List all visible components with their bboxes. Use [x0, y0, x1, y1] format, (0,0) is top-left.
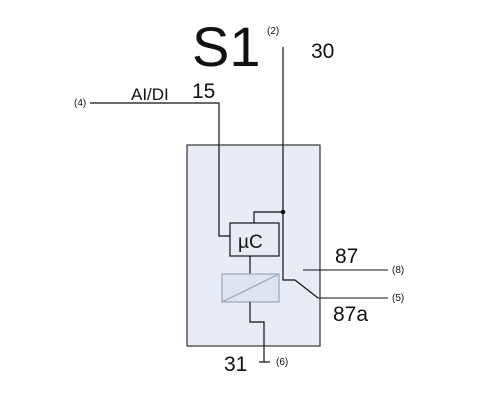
- module-title: S1: [192, 15, 261, 78]
- module-housing: [186, 144, 321, 347]
- terminal-31-label: 31: [224, 353, 247, 376]
- contact-87a-wire: [294, 279, 319, 299]
- pin-6-label: (6): [276, 357, 288, 368]
- supply-wire-30: [282, 47, 295, 281]
- pin-2-label: (2): [267, 26, 279, 37]
- supply-branch-to-uc: [253, 211, 283, 223]
- ground-wire: [249, 302, 265, 362]
- input-wire: [90, 102, 230, 237]
- input-ai-di-label: AI/DI: [131, 85, 169, 104]
- microcontroller-label: µC: [238, 232, 263, 253]
- pin-8-label: (8): [392, 265, 404, 276]
- terminal-15-label: 15: [192, 80, 215, 103]
- terminal-30-label: 30: [311, 40, 334, 63]
- terminal-87-label: 87: [335, 245, 358, 268]
- terminal-87a-label: 87a: [333, 303, 368, 326]
- pin-5-label: (5): [392, 293, 404, 304]
- pin-4-label: (4): [74, 98, 86, 109]
- relay-coil-slash: [221, 273, 280, 303]
